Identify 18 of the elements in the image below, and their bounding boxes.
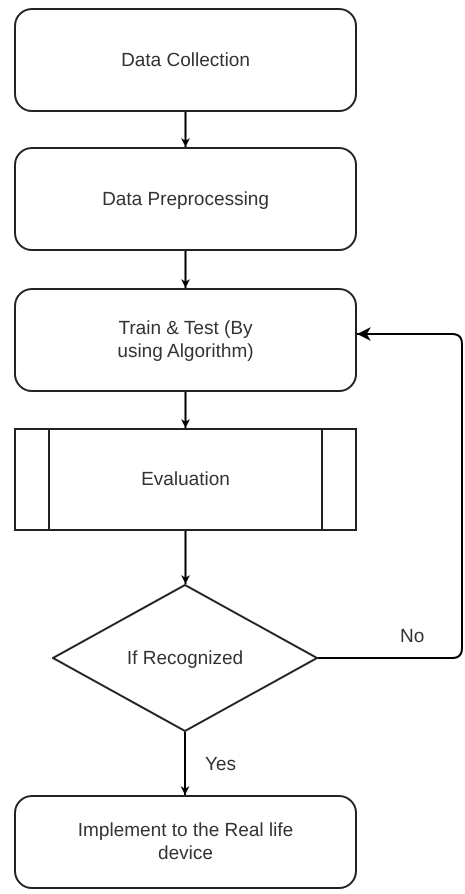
arrow	[180, 732, 190, 795]
process-box	[14, 795, 357, 889]
arrow	[318, 327, 463, 659]
arrow	[181, 392, 190, 428]
node-text: Implement to the Real life device	[76, 819, 294, 865]
node-text: Data Preprocessing	[102, 188, 269, 210]
process-box	[14, 8, 357, 112]
arrow	[181, 112, 190, 147]
decision-diamond	[52, 584, 318, 732]
node-text: Train & Test (By using Algorithm)	[116, 317, 255, 363]
node-text: Evaluation	[141, 468, 230, 491]
arrow	[181, 251, 190, 288]
arrow	[181, 531, 190, 584]
process-box	[14, 288, 357, 392]
node-text: If Recognized	[126, 646, 244, 670]
node-text: Data Collection	[121, 48, 250, 72]
process-box	[14, 147, 357, 251]
subprocess-box	[14, 428, 357, 531]
